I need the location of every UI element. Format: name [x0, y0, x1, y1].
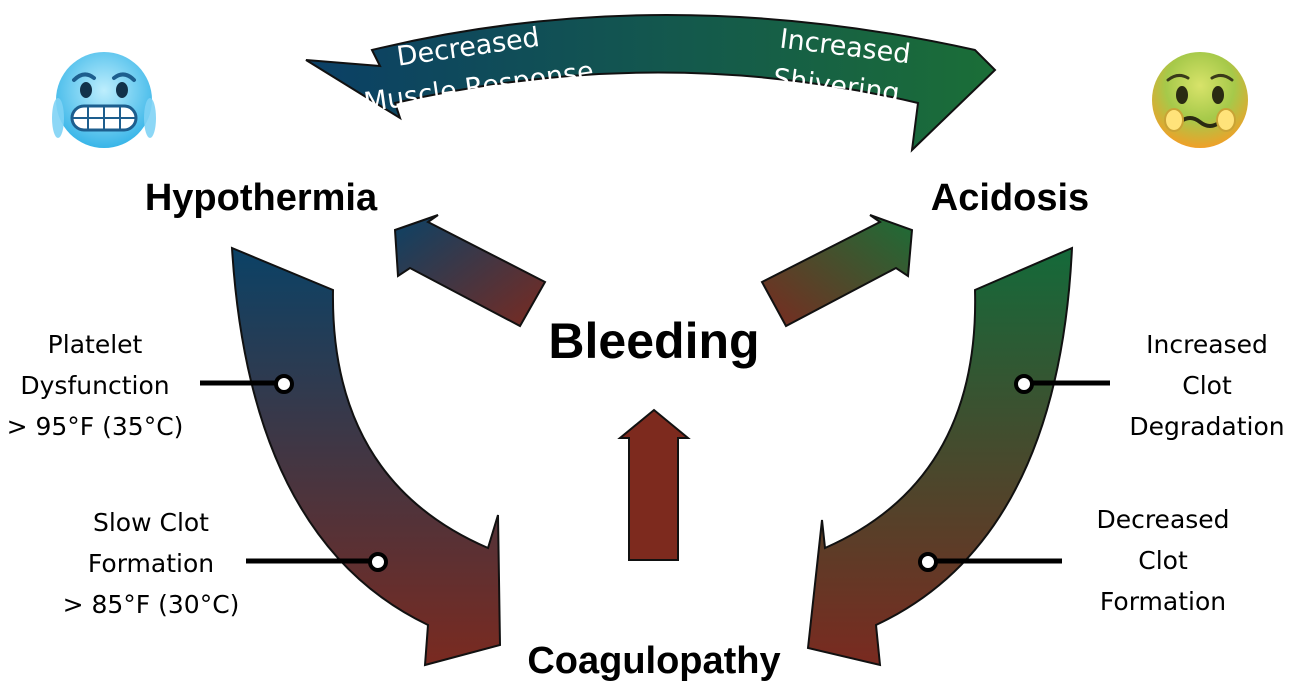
bleeding-to-hypothermia-arrow [393, 214, 547, 328]
left-callout-2-line-3: > 85°F (30°C) [63, 590, 240, 619]
left-callout-1-dot [274, 374, 294, 394]
nauseated-face-icon [1152, 52, 1248, 148]
node-bleeding: Bleeding [548, 313, 759, 369]
right-callout-1-dot [1014, 374, 1034, 394]
left-callout-2-line-1: Slow Clot [93, 508, 209, 537]
right-curved-arrow [806, 246, 1074, 667]
right-callout-1-line-1: Increased [1146, 330, 1268, 359]
node-hypothermia: Hypothermia [145, 177, 378, 219]
cold-face-icon [52, 52, 156, 148]
right-callout-2-dot [918, 552, 938, 572]
right-callout-1-line-2: Clot [1182, 371, 1232, 400]
top-curved-arrow [305, 14, 997, 153]
right-callout-1-line-3: Degradation [1129, 412, 1284, 441]
left-curved-arrow [230, 246, 502, 667]
bleeding-to-acidosis-arrow [760, 214, 914, 328]
left-callout-2-dot [368, 552, 388, 572]
left-callout-2-line-2: Formation [88, 549, 214, 578]
left-callout-1-line-2: Dysfunction [20, 371, 169, 400]
node-coagulopathy: Coagulopathy [527, 640, 780, 682]
left-callout-1-line-3: > 95°F (35°C) [7, 412, 184, 441]
right-callout-2-line-1: Decreased [1096, 505, 1229, 534]
node-acidosis: Acidosis [931, 177, 1089, 219]
right-callout-2-line-2: Clot [1138, 546, 1188, 575]
left-callout-1-line-1: Platelet [48, 330, 143, 359]
right-callout-2-line-3: Formation [1100, 587, 1226, 616]
coagulopathy-to-bleeding-arrow [617, 408, 691, 561]
